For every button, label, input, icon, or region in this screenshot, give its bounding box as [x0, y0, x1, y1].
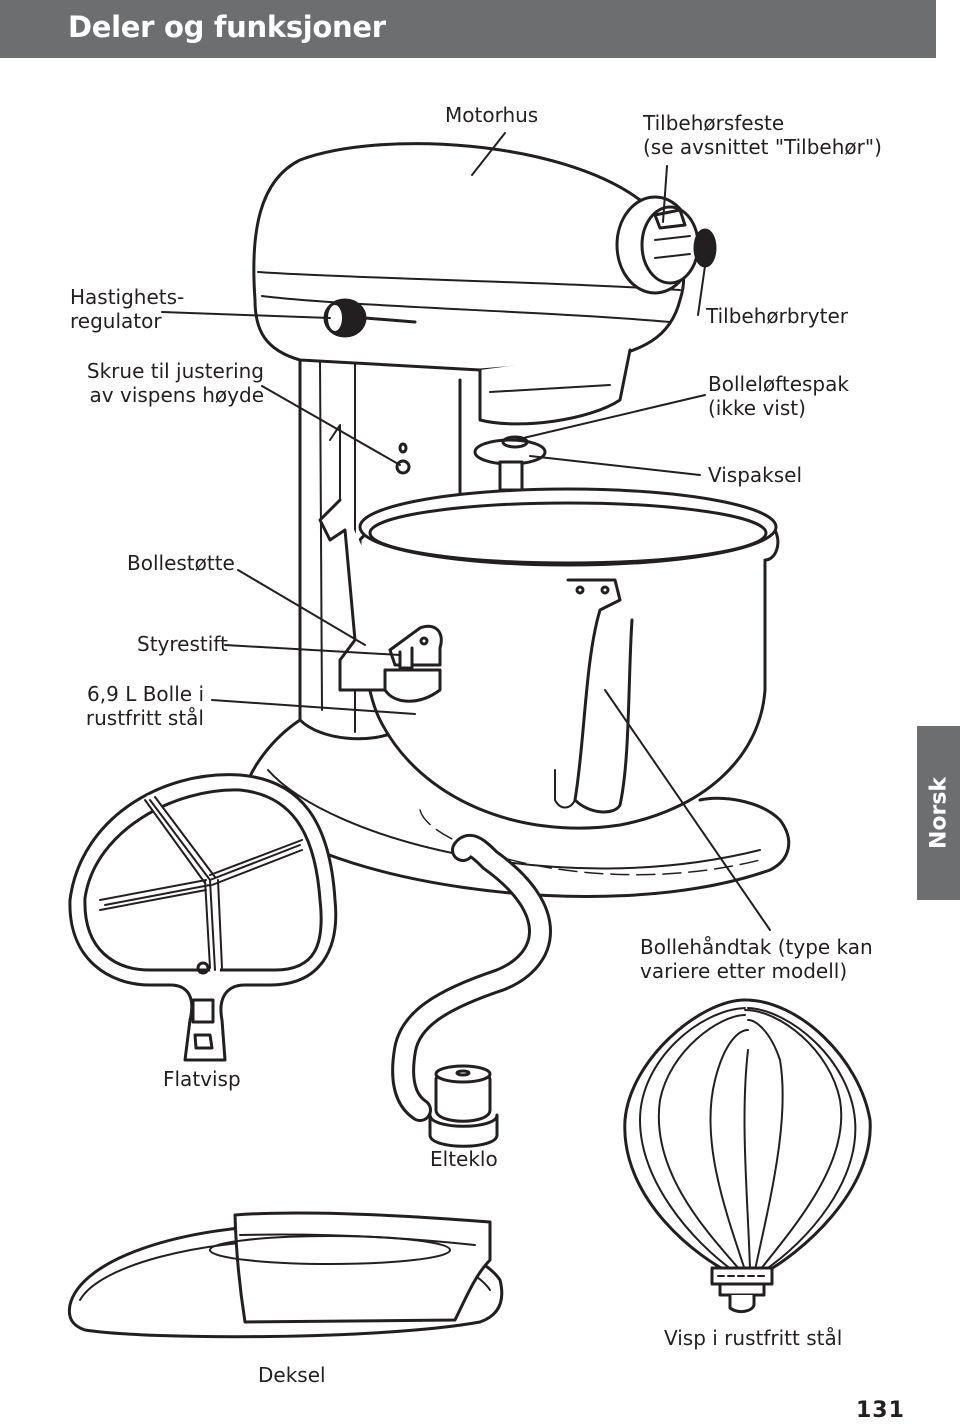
label-skrue: Skrue til justering av vispens høyde	[86, 359, 264, 407]
dough-hook	[403, 846, 540, 1146]
label-bollestotte: Bollestøtte	[127, 551, 235, 575]
label-tilbehorsfeste: Tilbehørsfeste (se avsnittet "Tilbehør")	[643, 111, 882, 159]
flat-beater	[70, 775, 336, 1060]
language-tab-label: Norsk	[926, 776, 951, 850]
language-side-tab: Norsk	[917, 726, 960, 900]
wire-whip	[625, 1000, 870, 1312]
page-number: 131	[856, 1398, 905, 1423]
label-bollehandtak: Bollehåndtak (type kan variere etter mod…	[640, 935, 873, 983]
label-motorhus: Motorhus	[445, 103, 539, 127]
page-title: Deler og funksjoner	[68, 10, 386, 44]
label-deksel: Deksel	[258, 1363, 326, 1387]
bowl	[320, 489, 778, 828]
label-elteklo: Elteklo	[430, 1147, 498, 1171]
label-vispaksel: Vispaksel	[708, 463, 803, 487]
leader-lines	[162, 133, 770, 930]
label-styrestift: Styrestift	[137, 632, 228, 656]
motor-head	[254, 144, 715, 424]
label-bolle: 6,9 L Bolle i rustfritt stål	[85, 682, 204, 730]
label-hastighetsregulator: Hastighets- regulator	[70, 285, 185, 333]
page-header: Deler og funksjoner	[0, 0, 936, 58]
label-visp: Visp i rustfritt stål	[664, 1326, 843, 1350]
label-bolleloftespak: Bolleløftespak (ikke vist)	[708, 372, 849, 420]
label-flatvisp: Flatvisp	[163, 1067, 241, 1091]
pouring-shield	[69, 1213, 501, 1337]
beater-shaft	[475, 437, 545, 490]
label-tilbehorbryter: Tilbehørbryter	[706, 304, 848, 328]
